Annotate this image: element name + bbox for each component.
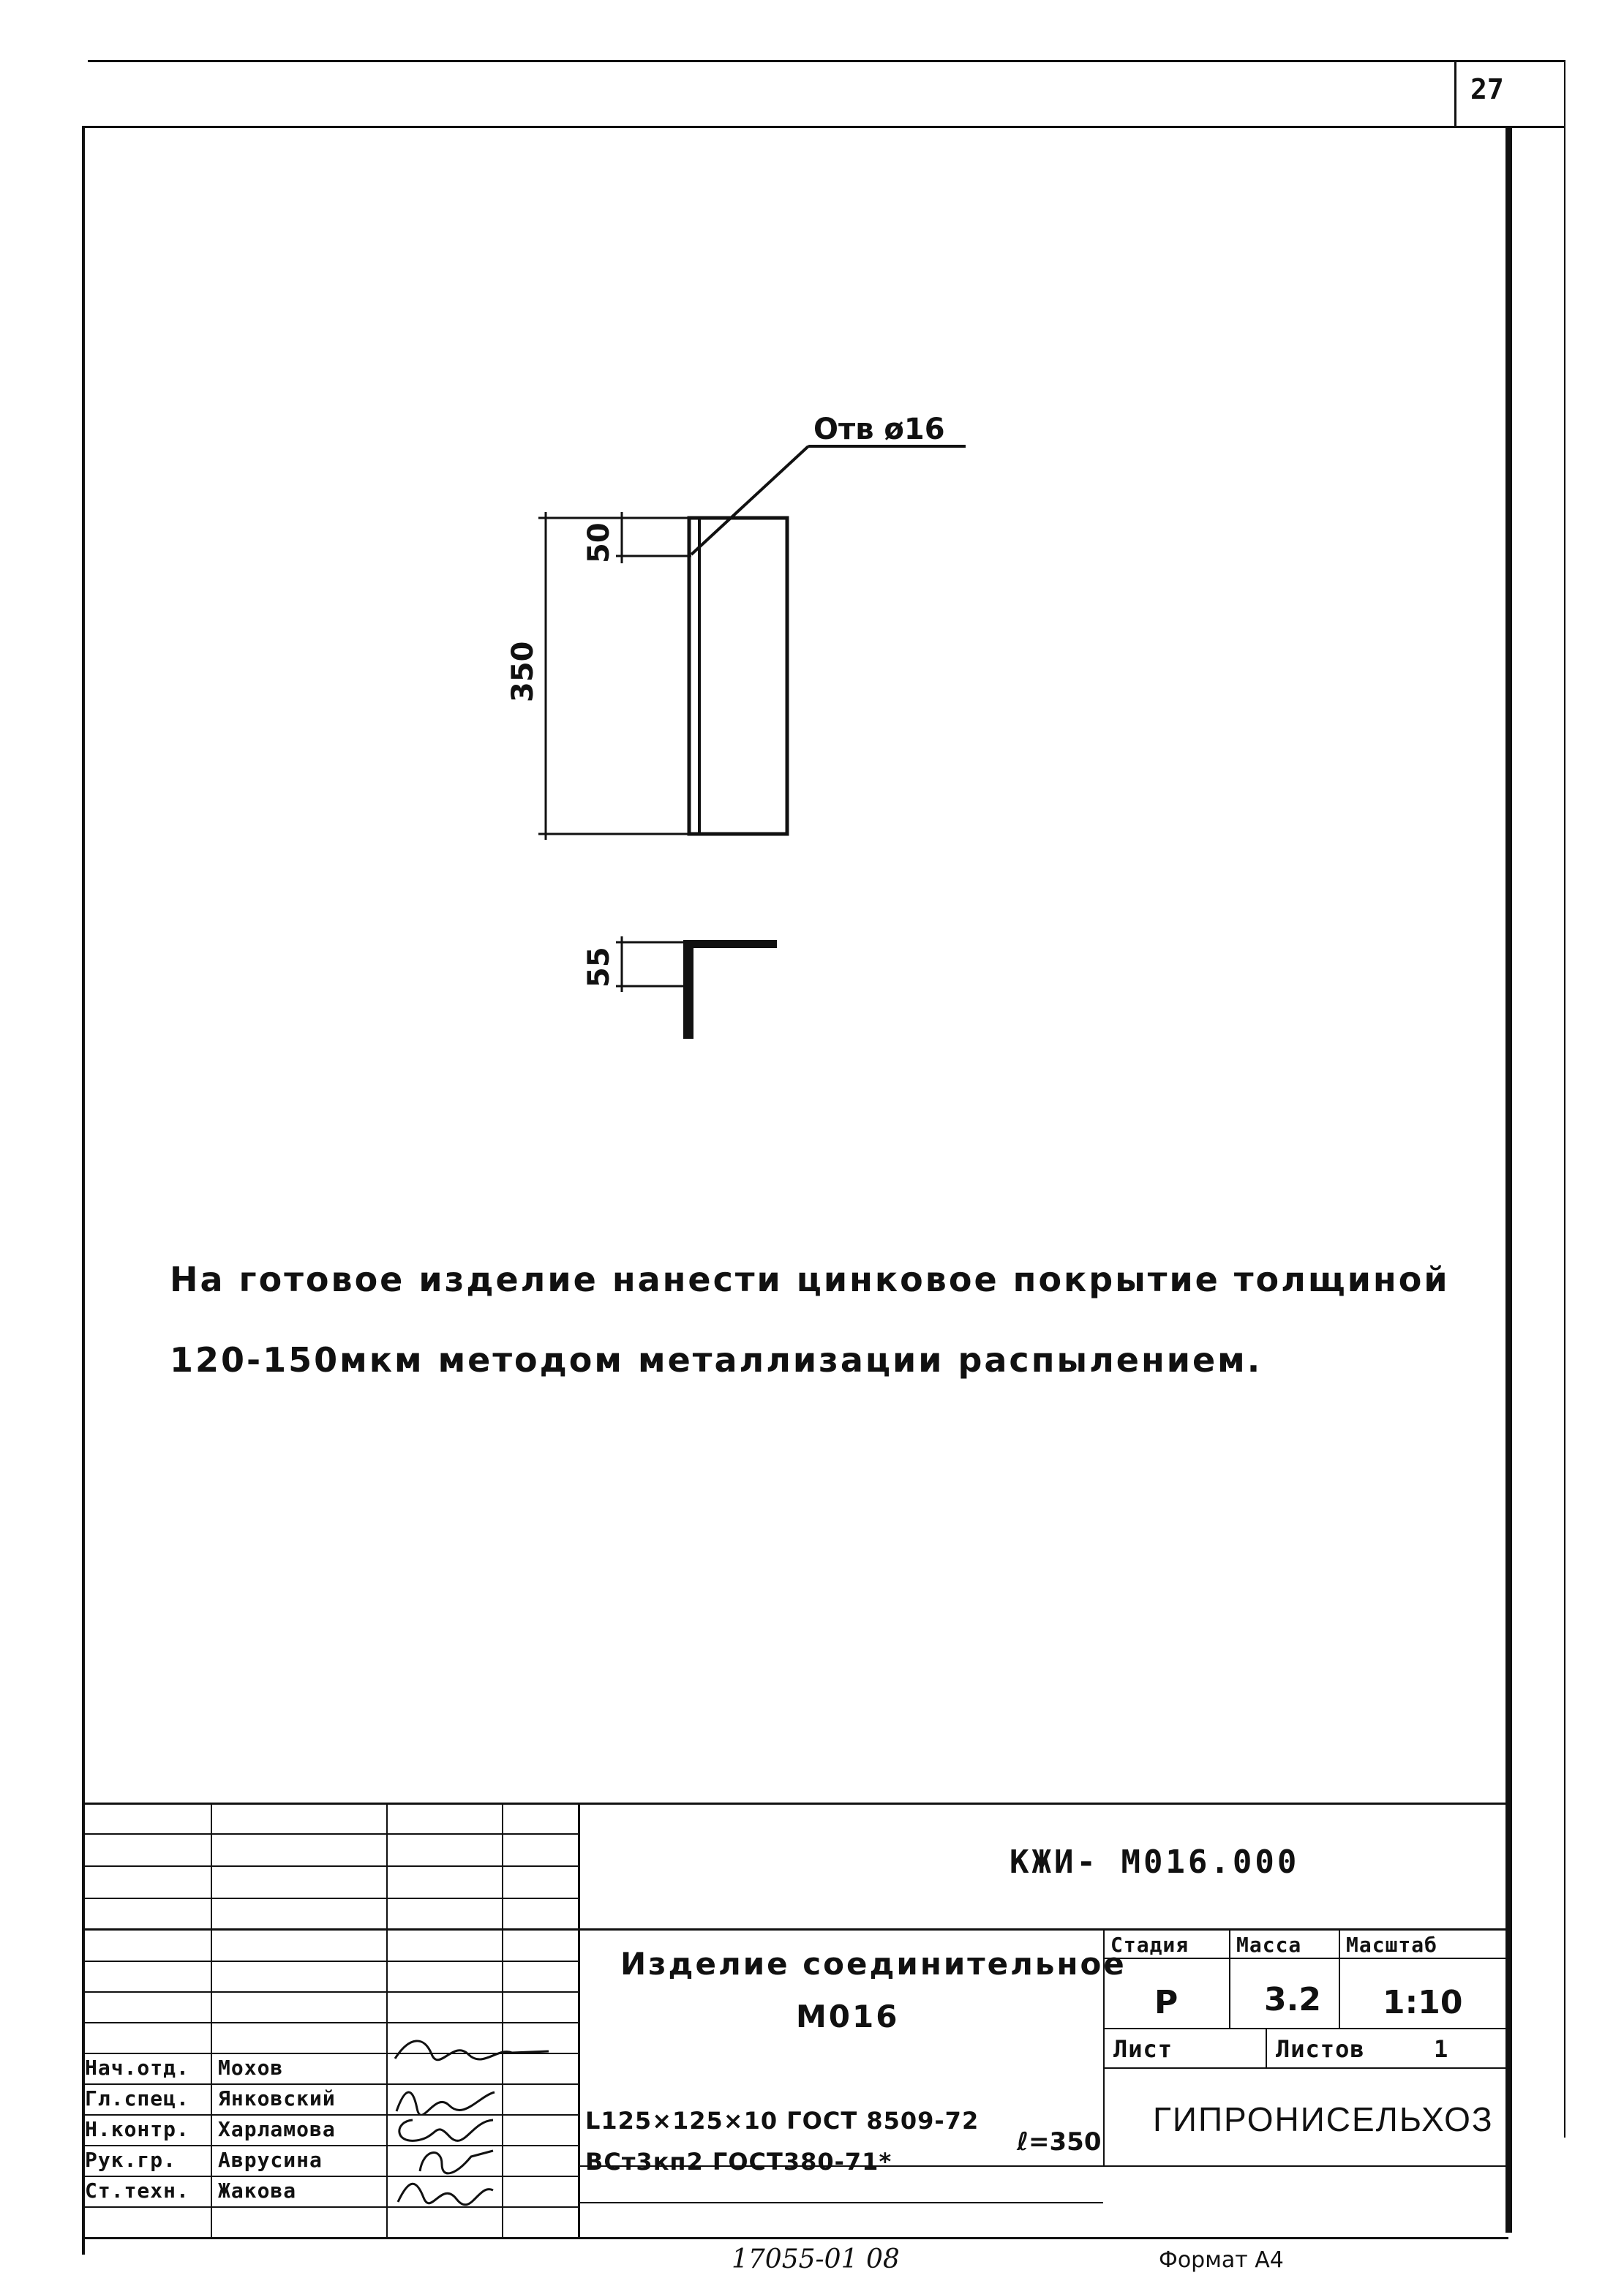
sheets-label: Листов [1276,2035,1365,2063]
dim-55-text: 55 [582,947,616,988]
signer-role: Рук.гр. [85,2148,177,2172]
note-line-2: 120-150мкм методом металлизации распылен… [170,1340,1263,1380]
header-scale: Масштаб [1346,1933,1438,1957]
value-stage: Р [1154,1984,1178,2021]
hole-leader-line [690,445,810,556]
angle-elevation [687,516,789,836]
product-name-line-1: Изделие соединительное [620,1946,1127,1982]
signer-role: Гл.спец. [85,2086,189,2111]
material-line-1: L125×125×10 ГОСТ 8509-72 [585,2107,980,2135]
format-label: Формат А4 [1159,2247,1284,2273]
frame-left [82,126,85,2255]
signer-name: Жакова [218,2179,297,2203]
sheet-label: Лист [1113,2035,1173,2063]
signature-nach-otd [394,2040,549,2061]
signer-role: Ст.техн. [85,2179,189,2203]
signature-ruk-gr [418,2149,494,2175]
sheets-count: 1 [1434,2035,1449,2063]
material-line-2: ВСт3кп2 ГОСТ380-71* [585,2148,892,2176]
dim-50-text: 50 [582,522,616,563]
page-number: 27 [1470,73,1504,105]
hole-label: Отв ø16 [813,413,945,446]
page-number-box-right [1564,60,1565,2138]
organization: ГИПРОНИСЕЛЬХОЗ [1153,2100,1494,2138]
header-mass: Масса [1236,1933,1302,1957]
bottom-stamp: 17055-01 08 [732,2244,900,2274]
signer-name: Мохов [218,2056,284,2080]
top-border [88,60,1565,62]
frame-right [1505,126,1512,2233]
material-length: ℓ=350 [1017,2127,1102,2157]
product-name-line-2: М016 [796,1999,900,2034]
angle-section [683,940,777,1039]
signature-gl-spec [395,2091,495,2116]
signer-name: Янковский [218,2086,336,2111]
dim-350-text: 350 [506,642,540,703]
signer-name: Аврусина [218,2148,323,2172]
note-line-1: На готовое изделие нанести цинковое покр… [170,1260,1450,1299]
value-scale: 1:10 [1383,1984,1463,2021]
angle-drawing: Отв ø16 350 50 55 [506,413,966,1039]
header-stage: Стадия [1110,1933,1189,1957]
signature-st-tekhn [396,2182,494,2206]
signer-name: Харламова [218,2117,336,2141]
value-mass: 3.2 [1264,1981,1321,2018]
frame-top [82,126,1565,128]
signer-role: Нач.отд. [85,2056,189,2080]
signer-role: Н.контр. [85,2117,189,2141]
signature-n-kontr [398,2119,494,2142]
document-code: КЖИ- М016.000 [1010,1843,1300,1881]
page-number-box-divider [1454,60,1456,127]
